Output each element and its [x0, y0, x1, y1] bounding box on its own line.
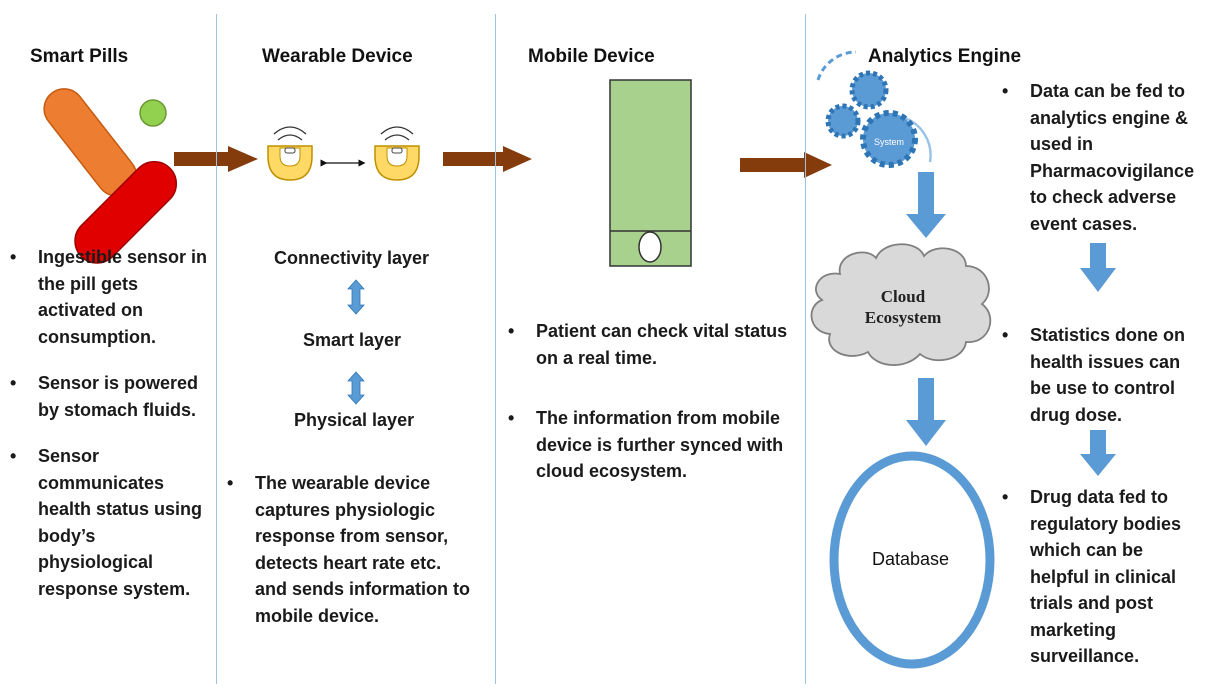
- flow-arrow-wearable-to-mobile: [443, 146, 532, 172]
- column-divider: [216, 14, 217, 684]
- analytics-bullet-list-1: Data can be fed to analytics engine & us…: [1002, 78, 1202, 257]
- wearable-device-icon: [267, 126, 313, 181]
- smart-pills-bullet: Sensor is powered by stomach fluids.: [10, 370, 210, 423]
- database-label: Database: [872, 549, 950, 569]
- down-arrow-analytics-step-2: [1080, 430, 1116, 476]
- analytics-bullet: Drug data fed to regulatory bodies which…: [1002, 484, 1202, 670]
- layer-double-arrow: [347, 371, 365, 405]
- layer-double-arrow: [347, 279, 365, 315]
- analytics-engine-title: Analytics Engine: [868, 46, 1022, 67]
- down-arrow-analytics-step-1: [1080, 243, 1116, 292]
- database-ring: [829, 451, 995, 669]
- mobile-bullet: The information from mobile device is fu…: [508, 405, 808, 485]
- wearable-device-title: Wearable Device: [262, 46, 413, 67]
- mobile-phone-icon: [609, 79, 692, 267]
- wearable-device-icon: [374, 126, 420, 181]
- smart-pills-bullet-list: Ingestible sensor in the pill gets activ…: [10, 244, 210, 622]
- smart-pills-bullet: Ingestible sensor in the pill gets activ…: [10, 244, 210, 350]
- flow-arrow-mobile-to-analytics: [740, 152, 832, 178]
- column-divider: [495, 14, 496, 684]
- physical-layer-label: Physical layer: [294, 410, 415, 430]
- analytics-bullet-list-2: Statistics done on health issues can be …: [1002, 322, 1202, 448]
- mobile-device-title: Mobile Device: [528, 46, 655, 67]
- cloud-ecosystem-icon: [810, 243, 992, 366]
- analytics-bullet-list-3: Drug data fed to regulatory bodies which…: [1002, 484, 1202, 690]
- smart-pills-title: Smart Pills: [30, 46, 129, 67]
- system-gears-icon: [816, 50, 932, 168]
- wearable-bullet-list: The wearable device captures physiologic…: [227, 470, 477, 649]
- cloud-ecosystem-label: Cloud Ecosystem: [864, 287, 942, 327]
- wearable-bullet: The wearable device captures physiologic…: [227, 470, 477, 629]
- system-gear-label: System: [874, 137, 905, 147]
- connectivity-layer-label: Connectivity layer: [274, 248, 430, 268]
- mobile-bullet: Patient can check vital status on a real…: [508, 318, 808, 371]
- analytics-bullet: Data can be fed to analytics engine & us…: [1002, 78, 1202, 237]
- smart-pills-bullet: Sensor communicates health status using …: [10, 443, 210, 602]
- mobile-bullet-list: Patient can check vital status on a real…: [508, 318, 808, 505]
- down-arrow-gears-to-cloud: [906, 172, 946, 238]
- analytics-bullet: Statistics done on health issues can be …: [1002, 322, 1202, 428]
- down-arrow-cloud-to-database: [906, 378, 946, 446]
- smart-layer-label: Smart layer: [303, 330, 402, 350]
